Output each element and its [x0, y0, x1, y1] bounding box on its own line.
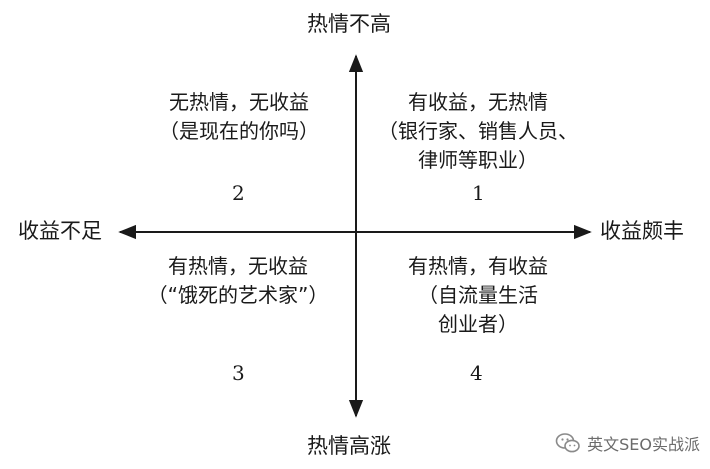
quadrant-1-line-2: （银行家、销售人员、	[378, 119, 578, 143]
quadrant-4-number: 4	[470, 361, 483, 385]
quadrant-4-line-3: 创业者）	[438, 312, 518, 336]
quadrant-2-number: 2	[232, 181, 245, 205]
quadrant-4-line-2: （自流量生活	[418, 283, 538, 307]
quadrant-3-line-2: （“饿死的艺术家”）	[147, 283, 329, 307]
wechat-icon	[555, 433, 580, 453]
watermark: 英文SEO实战派	[555, 431, 700, 455]
quadrant-1-line-3: 律师等职业）	[418, 148, 538, 172]
quadrant-2-line-2: （是现在的你吗）	[159, 119, 319, 143]
quadrant-4-text: 有热情，有收益 （自流量生活 创业者）	[362, 252, 594, 339]
axis-label-right: 收益颇丰	[600, 219, 684, 243]
quadrant-3-number: 3	[232, 361, 245, 385]
axis-label-left: 收益不足	[18, 219, 102, 243]
quadrant-1-number: 1	[472, 181, 485, 205]
quadrant-2-text: 无热情，无收益 （是现在的你吗）	[130, 88, 348, 146]
quadrant-2-line-1: 无热情，无收益	[169, 90, 309, 114]
quadrant-4-line-1: 有热情，有收益	[408, 254, 548, 278]
quadrant-3-line-1: 有热情，无收益	[168, 254, 308, 278]
quadrant-1-text: 有收益，无热情 （银行家、销售人员、 律师等职业）	[362, 88, 594, 175]
axis-label-bottom: 热情高涨	[307, 434, 391, 458]
quadrant-3-text: 有热情，无收益 （“饿死的艺术家”）	[120, 252, 356, 310]
watermark-text: 英文SEO实战派	[587, 435, 700, 454]
quadrant-1-line-1: 有收益，无热情	[408, 90, 548, 114]
axis-label-top: 热情不高	[307, 12, 391, 36]
